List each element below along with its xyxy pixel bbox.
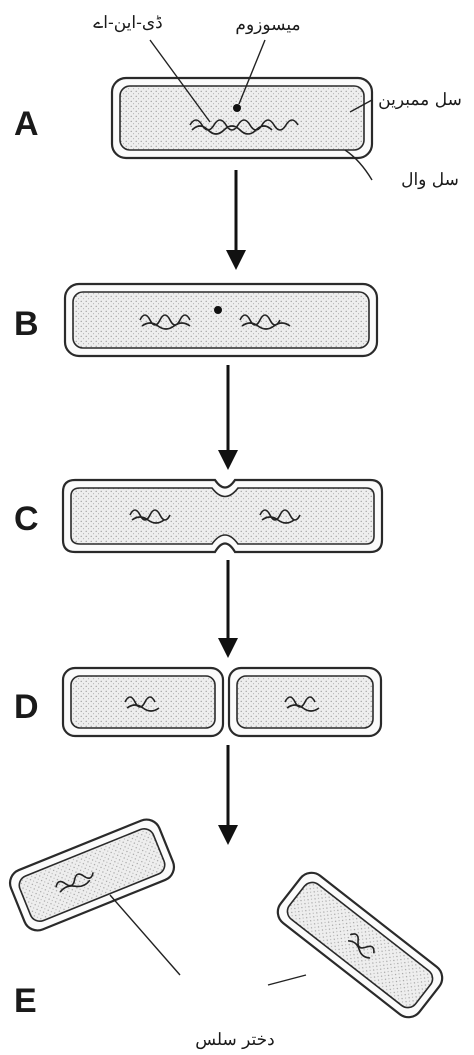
stage-c: C xyxy=(14,480,382,552)
daughter-cell-left xyxy=(6,815,178,934)
stage-e: E xyxy=(6,815,448,1022)
stage-letter-c: C xyxy=(14,500,39,538)
daughter-cells-label: دختر سلس xyxy=(195,1030,275,1050)
stage-letter-a: A xyxy=(14,105,39,143)
mesosome-label: میسوزوم xyxy=(235,15,300,35)
cell-membrane-label: سل ممبرین xyxy=(378,90,462,110)
cell-membrane-c xyxy=(71,488,374,544)
daughter-leader-left xyxy=(110,895,180,975)
dna-label: ڈی-این-اے xyxy=(93,13,162,33)
stage-d: D xyxy=(14,668,381,736)
stage-letter-d: D xyxy=(14,688,39,726)
arrow-d-e xyxy=(218,745,238,845)
arrow-a-b xyxy=(226,170,246,270)
cell-wall-label: سل وال xyxy=(401,170,459,190)
stage-b: B xyxy=(14,284,377,356)
daughter-leader-right xyxy=(268,975,306,985)
mesosome-a xyxy=(233,104,241,112)
cell-membrane-d-left xyxy=(71,676,215,728)
stage-letter-e: E xyxy=(14,982,37,1020)
arrow-b-c xyxy=(218,365,238,470)
daughter-cell-right xyxy=(272,867,448,1023)
stage-letter-b: B xyxy=(14,305,39,343)
arrow-c-d xyxy=(218,560,238,658)
stage-a: A xyxy=(14,40,372,180)
cell-membrane-b xyxy=(73,292,369,348)
mesosome-b xyxy=(214,306,222,314)
